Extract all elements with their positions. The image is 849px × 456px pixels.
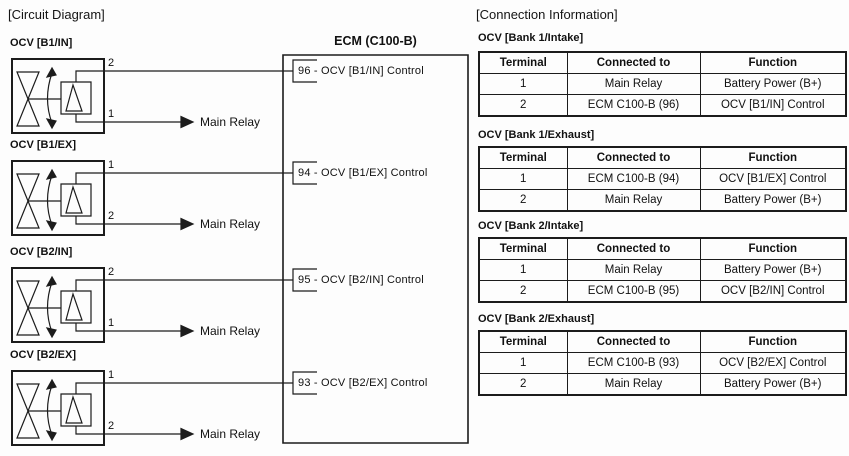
col-header-connected-to: Connected to bbox=[566, 330, 701, 353]
rotation-arrow-icon bbox=[48, 175, 53, 225]
main-relay-label: Main Relay bbox=[200, 115, 261, 129]
cell-function: Battery Power (B+) bbox=[699, 189, 847, 212]
cell-terminal: 2 bbox=[478, 189, 568, 212]
cell-connected-to: ECM C100-B (94) bbox=[566, 168, 701, 190]
table-row: 1 Main Relay Battery Power (B+) bbox=[478, 259, 847, 281]
terminal-number: 2 bbox=[108, 210, 115, 222]
terminal-number: 2 bbox=[108, 57, 115, 69]
cell-connected-to: Main Relay bbox=[566, 189, 701, 212]
col-header-terminal: Terminal bbox=[478, 330, 568, 353]
cell-connected-to: Main Relay bbox=[566, 73, 701, 95]
col-header-terminal: Terminal bbox=[478, 146, 568, 169]
table-header-row: Terminal Connected to Function bbox=[478, 51, 847, 74]
cell-function: Battery Power (B+) bbox=[699, 373, 847, 396]
cell-terminal: 2 bbox=[478, 373, 568, 396]
valve-symbol-b2-ex bbox=[12, 371, 105, 445]
cell-connected-to: ECM C100-B (95) bbox=[566, 280, 701, 303]
valve-symbol-b2-in bbox=[12, 268, 105, 342]
terminal-number: 1 bbox=[108, 159, 115, 171]
terminal-number: 1 bbox=[108, 369, 115, 381]
table-row: 1 ECM C100-B (94) OCV [B1/EX] Control bbox=[478, 168, 847, 190]
ecm-pin-94: 94 - OCV [B1/EX] Control bbox=[298, 167, 428, 179]
ecm-pin-95: 95 - OCV [B2/IN] Control bbox=[298, 274, 424, 286]
cell-connected-to: ECM C100-B (93) bbox=[566, 352, 701, 374]
ecm-title: ECM (C100-B) bbox=[334, 34, 417, 48]
table-header-row: Terminal Connected to Function bbox=[478, 330, 847, 353]
valve-symbol-b1-ex bbox=[12, 161, 105, 235]
cell-terminal: 1 bbox=[478, 73, 568, 95]
terminal-number: 1 bbox=[108, 317, 115, 329]
table-title-bank2-intake: OCV [Bank 2/Intake] bbox=[478, 220, 584, 232]
connection-table-bank1-intake: Terminal Connected to Function 1 Main Re… bbox=[478, 51, 847, 117]
cell-function: OCV [B2/IN] Control bbox=[699, 280, 847, 303]
arrowhead-icon bbox=[181, 326, 193, 337]
arrowhead-icon bbox=[181, 117, 193, 128]
ecm-box bbox=[283, 55, 468, 443]
main-relay-label: Main Relay bbox=[200, 217, 261, 231]
cell-terminal: 1 bbox=[478, 168, 568, 190]
circuit-section-title: [Circuit Diagram] bbox=[8, 7, 105, 22]
valve-symbol-b1-in bbox=[12, 59, 105, 133]
table-row: 2 Main Relay Battery Power (B+) bbox=[478, 373, 847, 396]
valve-label-b1-in: OCV [B1/IN] bbox=[10, 37, 73, 49]
cell-terminal: 1 bbox=[478, 259, 568, 281]
rotation-arrow-icon bbox=[48, 73, 53, 123]
table-header-row: Terminal Connected to Function bbox=[478, 237, 847, 260]
cell-terminal: 2 bbox=[478, 94, 568, 117]
table-row: 1 ECM C100-B (93) OCV [B2/EX] Control bbox=[478, 352, 847, 374]
connection-table-bank2-intake: Terminal Connected to Function 1 Main Re… bbox=[478, 237, 847, 303]
col-header-function: Function bbox=[699, 51, 847, 74]
col-header-terminal: Terminal bbox=[478, 237, 568, 260]
main-relay-label: Main Relay bbox=[200, 427, 261, 441]
col-header-function: Function bbox=[699, 146, 847, 169]
connection-table-bank2-exhaust: Terminal Connected to Function 1 ECM C10… bbox=[478, 330, 847, 396]
ecm-pin-96: 96 - OCV [B1/IN] Control bbox=[298, 65, 424, 77]
rotation-arrow-icon bbox=[48, 282, 53, 332]
terminal-number: 2 bbox=[108, 420, 115, 432]
col-header-terminal: Terminal bbox=[478, 51, 568, 74]
main-relay-label: Main Relay bbox=[200, 324, 261, 338]
cell-function: Battery Power (B+) bbox=[699, 73, 847, 95]
cell-connected-to: Main Relay bbox=[566, 373, 701, 396]
cell-function: OCV [B1/EX] Control bbox=[699, 168, 847, 190]
cell-terminal: 2 bbox=[478, 280, 568, 303]
cell-terminal: 1 bbox=[478, 352, 568, 374]
arrowhead-icon bbox=[181, 429, 193, 440]
col-header-connected-to: Connected to bbox=[566, 51, 701, 74]
valve-label-b2-ex: OCV [B2/EX] bbox=[10, 349, 77, 361]
terminal-number: 2 bbox=[108, 266, 115, 278]
table-title-bank1-intake: OCV [Bank 1/Intake] bbox=[478, 32, 584, 44]
table-row: 2 ECM C100-B (95) OCV [B2/IN] Control bbox=[478, 280, 847, 303]
table-title-bank2-exhaust: OCV [Bank 2/Exhaust] bbox=[478, 313, 595, 325]
valve-label-b1-ex: OCV [B1/EX] bbox=[10, 139, 77, 151]
cell-connected-to: Main Relay bbox=[566, 259, 701, 281]
connection-section-title: [Connection Information] bbox=[476, 7, 618, 22]
cell-connected-to: ECM C100-B (96) bbox=[566, 94, 701, 117]
col-header-function: Function bbox=[699, 330, 847, 353]
ecm-pin-brackets bbox=[293, 60, 317, 394]
col-header-connected-to: Connected to bbox=[566, 237, 701, 260]
arrowhead-icon bbox=[181, 219, 193, 230]
cell-function: Battery Power (B+) bbox=[699, 259, 847, 281]
rotation-arrow-icon bbox=[48, 385, 53, 435]
table-row: 1 Main Relay Battery Power (B+) bbox=[478, 73, 847, 95]
col-header-connected-to: Connected to bbox=[566, 146, 701, 169]
cell-function: OCV [B1/IN] Control bbox=[699, 94, 847, 117]
table-row: 2 Main Relay Battery Power (B+) bbox=[478, 189, 847, 212]
terminal-number: 1 bbox=[108, 108, 115, 120]
table-row: 2 ECM C100-B (96) OCV [B1/IN] Control bbox=[478, 94, 847, 117]
connection-table-bank1-exhaust: Terminal Connected to Function 1 ECM C10… bbox=[478, 146, 847, 212]
valve-label-b2-in: OCV [B2/IN] bbox=[10, 246, 73, 258]
table-title-bank1-exhaust: OCV [Bank 1/Exhaust] bbox=[478, 129, 595, 141]
table-header-row: Terminal Connected to Function bbox=[478, 146, 847, 169]
col-header-function: Function bbox=[699, 237, 847, 260]
ecm-pin-93: 93 - OCV [B2/EX] Control bbox=[298, 377, 428, 389]
cell-function: OCV [B2/EX] Control bbox=[699, 352, 847, 374]
